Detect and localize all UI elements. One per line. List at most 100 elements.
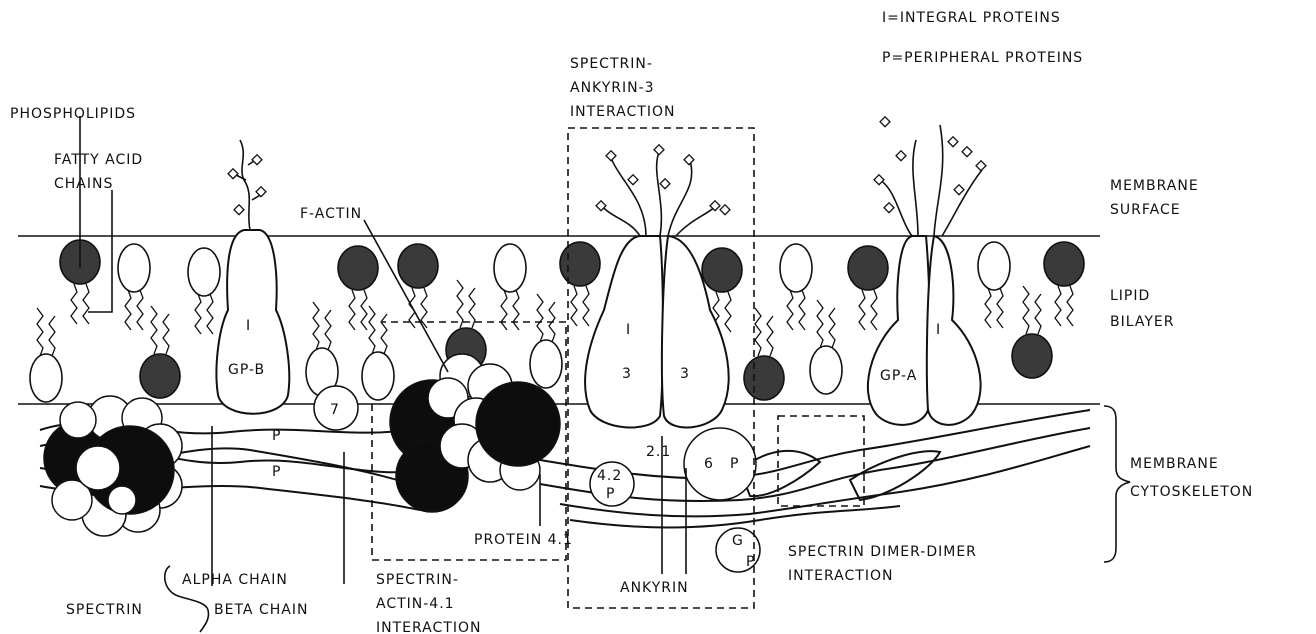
fatty-acid-tail [755,308,761,356]
phospholipid-head [140,354,180,398]
label-saa-2: ACTIN-4.1 [376,596,455,612]
fatty-acid-tail [325,310,331,350]
phospholipid-head [702,248,742,292]
fatty-acid-tail [1067,286,1073,326]
phospholipid-head [810,346,842,394]
phospholipid-head [398,244,438,288]
label-sa3-1: SPECTRIN- [570,56,653,72]
phospholipid-head [338,246,378,290]
label-protein-4-1: PROTEIN 4.1 [474,532,573,548]
label-lipid-bilayer-2: BILAYER [1110,314,1174,330]
fatty-acid-tail [829,308,835,348]
label-membrane-surface-2: SURFACE [1110,202,1181,218]
phospholipid-head [848,246,888,290]
phospholipid-head [530,340,562,388]
fatty-acid-tail [501,290,507,330]
gp-a-label: GP-A [880,368,917,384]
fatty-acid-tail [37,308,43,356]
fatty-acid-tail [787,290,793,330]
fatty-acid-tail [349,290,355,330]
fatty-acid-tail [725,292,731,332]
fatty-acid-tail [83,284,89,324]
label-lipid-bilayer-1: LIPID [1110,288,1150,304]
band-6-p-label: P [730,456,739,472]
spectrin-strands [40,410,1090,528]
fatty-acid-tail [313,302,319,350]
band-4-2-label: 4.2 [597,468,622,484]
phospholipid-head [362,352,394,400]
legend-integral: I=INTEGRAL PROTEINS [882,10,1061,26]
fatty-acid-tail [871,290,877,330]
phospholipid-head [978,242,1010,290]
label-fatty-acid-1: FATTY ACID [54,152,143,168]
band-3-right-label: 3 [680,366,690,382]
fatty-acid-tail [381,314,387,354]
fatty-acid-tail [767,316,773,356]
fatty-acid-tail [1023,286,1029,334]
fatty-acid-tail [207,294,213,334]
label-f-actin: F-ACTIN [300,206,362,222]
actin-cluster-left [44,396,182,536]
label-sa3-2: ANKYRIN-3 [570,80,655,96]
phospholipid-head [560,242,600,286]
fatty-acid-tail [137,290,143,330]
label-fatty-acid-2: CHAINS [54,176,113,192]
band-3-left-label: 3 [622,366,632,382]
label-spectrin: SPECTRIN [66,602,143,618]
integral-label-band3: I [626,322,631,338]
label-saa-1: SPECTRIN- [376,572,459,588]
label-spectrin-dimer-1: SPECTRIN DIMER-DIMER [788,544,977,560]
fatty-acid-tail [195,294,201,334]
fatty-acid-tail [985,288,991,328]
phospholipid-head [1012,334,1052,378]
fatty-acid-tail [1055,286,1061,326]
label-phospholipids: PHOSPHOLIPIDS [10,106,136,122]
phospholipid-head [744,356,784,400]
phospholipid-head [1044,242,1084,286]
phospholipid-head [494,244,526,292]
fatty-acid-tail [1035,294,1041,334]
fatty-acid-tail [571,286,577,326]
band-4-2: 4.2 P [590,462,634,506]
legend-peripheral: P=PERIPHERAL PROTEINS [882,50,1083,66]
band-6: 6 P [684,428,756,500]
label-ankyrin: ANKYRIN [620,580,689,596]
band-6-label: 6 [704,456,714,472]
label-sa3-3: INTERACTION [570,104,675,120]
band-2-1-label: 2.1 [646,444,671,460]
fatty-acid-tail [125,290,131,330]
phospholipid-head [118,244,150,292]
phospholipid-head [780,244,812,292]
fatty-acid-tail [997,288,1003,328]
label-beta-chain: BETA CHAIN [214,602,308,618]
g-label: G [732,533,744,549]
fatty-acid-tail [859,290,865,330]
integral-label-gpa: I [936,322,941,338]
label-membrane-cyto-1: MEMBRANE [1130,456,1219,472]
band-7-label: 7 [330,402,340,418]
band-7: 7 [314,386,358,430]
fatty-acid-tail [151,306,157,354]
fatty-acid-tail [457,280,463,328]
peripheral-p-2: P [272,464,281,480]
fatty-acid-tail [583,286,589,326]
fatty-acid-tail [537,294,543,342]
fatty-acid-tail [799,290,805,330]
phospholipid-head [188,248,220,296]
fatty-acid-tail [513,290,519,330]
label-saa-3: INTERACTION [376,620,481,634]
fatty-acid-tail [369,306,375,354]
phospholipid-head [30,354,62,402]
label-membrane-cyto-2: CYTOSKELETON [1130,484,1253,500]
fatty-acid-tail [817,300,823,348]
glycophorin-b: I GP-B [216,140,289,414]
fatty-acid-tail [163,314,169,354]
fatty-acid-tail [71,284,77,324]
peripheral-p-1: P [272,428,281,444]
label-membrane-surface-1: MEMBRANE [1110,178,1199,194]
label-alpha-chain: ALPHA CHAIN [182,572,288,588]
fatty-acid-tail [49,316,55,356]
label-spectrin-dimer-2: INTERACTION [788,568,893,584]
gp-b-label: GP-B [228,362,265,378]
